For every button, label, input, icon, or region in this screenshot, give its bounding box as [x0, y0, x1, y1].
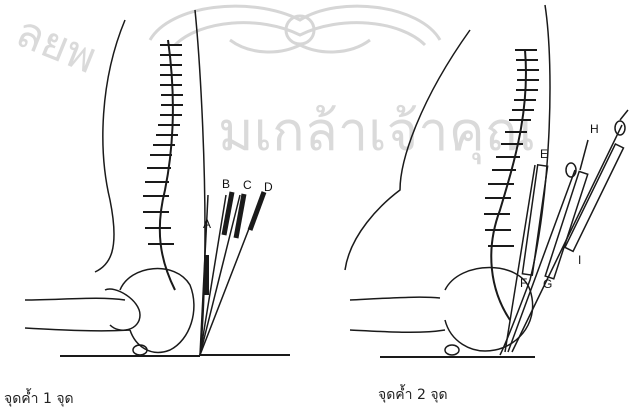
stick-a [204, 255, 209, 295]
caption-two-support: จุดค้ำ 2 จุด [378, 384, 448, 406]
label-i: I [578, 253, 581, 267]
watermark: ลยพ มเกล้าเจ้าคุณ [9, 6, 535, 165]
watermark-text-2: มเกล้าเจ้าคุณ [218, 100, 535, 165]
label-g: G [543, 277, 552, 291]
label-b: B [222, 177, 230, 191]
label-a: A [203, 217, 211, 231]
right-figure [345, 5, 628, 357]
label-f: F [520, 276, 527, 290]
spine-left [143, 40, 183, 290]
pelvis-left [120, 269, 194, 353]
body-outline-left [95, 20, 125, 272]
label-e: E [540, 147, 548, 161]
university-seal-icon [150, 6, 440, 52]
caption-one-support: จุดค้ำ 1 จุด [4, 388, 74, 410]
label-c: C [243, 178, 252, 192]
label-d: D [264, 180, 273, 194]
label-h: H [590, 122, 599, 136]
watermark-text: ลยพ [9, 6, 104, 84]
